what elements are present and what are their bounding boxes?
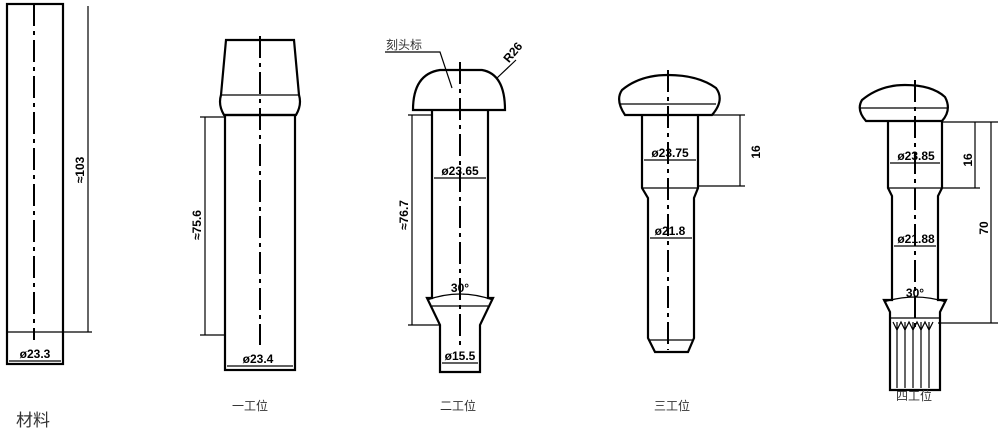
- material-caption: 材料: [16, 411, 50, 431]
- station2-angle: 30°: [451, 281, 469, 295]
- station-2: 刻头标 R26 ≈76.7 ø23.65 30° ø15.5 二工位: [385, 38, 526, 413]
- station4-angle: 30°: [906, 286, 924, 300]
- station-4: 16 70 ø23.85 ø21.88 30° 四工位: [858, 80, 998, 403]
- station3-caption: 三工位: [654, 398, 690, 413]
- spline-teeth: [892, 320, 934, 388]
- head-mark-label: 刻头标: [386, 38, 422, 52]
- station2-shank-diameter: ø23.65: [441, 164, 479, 178]
- material-bar: ≈103 ø23.3 材料: [5, 2, 92, 431]
- station4-upper-length: 16: [961, 153, 975, 167]
- station4-lower-diameter: ø21.88: [897, 232, 935, 246]
- station2-end-diameter: ø15.5: [445, 349, 476, 363]
- material-diameter: ø23.3: [20, 347, 51, 361]
- station-1: ≈75.6 ø23.4 一工位: [190, 36, 302, 413]
- station3-upper-length: 16: [749, 145, 763, 159]
- station1-diameter: ø23.4: [243, 352, 274, 366]
- station-3: 16 ø23.75 ø21.8 三工位: [618, 70, 763, 413]
- station4-caption: 四工位: [896, 388, 932, 403]
- material-length: ≈103: [73, 156, 87, 183]
- station3-upper-diameter: ø23.75: [651, 146, 689, 160]
- station1-caption: 一工位: [232, 398, 268, 413]
- station2-caption: 二工位: [440, 398, 476, 413]
- station2-length: ≈76.7: [397, 200, 411, 230]
- station1-length: ≈75.6: [190, 210, 204, 240]
- station3-lower-diameter: ø21.8: [655, 224, 686, 238]
- station4-total-length: 70: [977, 221, 991, 235]
- station2-radius: R26: [500, 39, 525, 65]
- station4-upper-diameter: ø23.85: [897, 149, 935, 163]
